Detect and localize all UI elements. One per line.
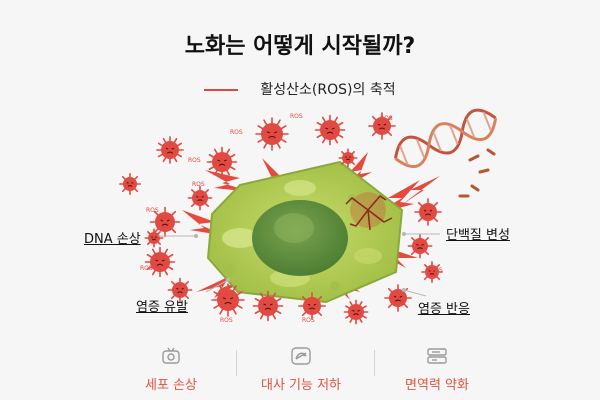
organelle [354,248,382,264]
bolt [205,170,252,192]
ros-particle [421,261,443,283]
cell-diagram: ROS ROS ROS ROS ROS ROS ROS ROS ROS ROS [119,108,498,325]
effect-immunity: 면역력 약화 [362,340,512,393]
ros-particle [368,112,396,140]
ros-particle [384,284,412,312]
effect-label: 세포 손상 [145,378,197,393]
organelle [330,281,340,291]
immunity-icon [427,348,447,364]
ros-label: ROS [146,207,159,214]
ros-particle [144,246,176,278]
callout-dna-damage: DNA 손상 [84,232,141,247]
ros-label: ROS [192,181,205,188]
ros-particle [298,292,326,320]
callout-inflammation-trigger: 염증 유발 [136,300,188,315]
organelle [224,264,236,276]
divider [374,350,375,376]
ros-label: ROS [290,113,303,120]
bolt [182,210,226,236]
ros-particle [156,136,184,164]
subtitle-text: 활성산소(ROS)의 축적 [260,82,396,98]
ros-particle [252,290,284,322]
ros-particle [119,173,141,195]
effect-cell-damage: 세포 손상 [96,340,246,393]
dna-fragments [458,148,496,198]
callout-inflammation-response: 염증 반응 [418,302,470,317]
effect-metabolism: 대사 기능 저하 [226,340,376,393]
ros-particle [407,233,433,259]
ros-particle [414,198,442,226]
ros-label: ROS [230,129,243,136]
ros-label: ROS [302,317,315,324]
ros-particle [149,206,181,238]
divider [236,350,237,376]
organelle [222,228,258,248]
ros-particle [144,228,164,248]
bolt [340,152,372,190]
bolt [376,180,420,214]
ros-particles: ROS ROS ROS ROS ROS ROS ROS ROS ROS ROS [119,112,443,325]
effect-label: 대사 기능 저하 [260,378,342,393]
effects-bar: 세포 손상 대사 기능 저하 면역력 약화 [0,340,600,400]
ros-particle [338,148,358,168]
bolt [196,276,252,298]
ros-particle [167,277,193,303]
callout-connectors [158,231,440,297]
ros-label: ROS [140,265,153,272]
ros-particle [314,114,346,146]
callout-protein-denature: 단백질 변성 [446,228,510,243]
cell-damage-icon [162,347,180,364]
ros-particle [187,185,213,211]
ros-particle [255,117,289,151]
ros-particle [206,146,238,178]
ros-label: ROS [430,267,443,274]
ros-label: ROS [380,115,393,122]
legend-dash [204,89,239,91]
metabolism-icon [291,347,311,365]
ros-label: ROS [220,317,233,324]
damage-cracks [345,192,393,231]
ros-particle [211,283,245,317]
dna-strand [394,108,498,169]
nucleolus [274,213,314,243]
effect-label: 면역력 약화 [405,378,469,393]
page-title: 노화는 어떻게 시작될까? [184,34,416,59]
organelle [284,180,316,196]
bolt [400,176,440,206]
subtitle: 활성산소(ROS)의 축적 [0,79,600,99]
ros-particle [343,299,369,325]
ros-label: ROS [188,157,201,164]
